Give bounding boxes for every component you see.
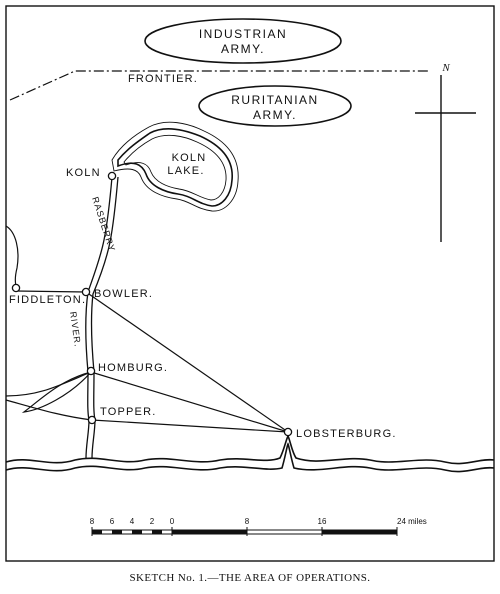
scale-end-label: 24 miles: [397, 517, 427, 526]
road-network: [5, 225, 289, 433]
river-label: RIVER.: [68, 311, 83, 348]
scale-tick-0: 0: [170, 517, 175, 526]
scale-tick-2: 2: [150, 517, 155, 526]
town-fiddleton: [11, 283, 21, 293]
town-topper-label: TOPPER.: [100, 406, 157, 418]
town-homburg-label: HOMBURG.: [98, 362, 168, 374]
town-topper: [87, 415, 97, 425]
town-bowler: [81, 287, 91, 297]
scale-bar: [91, 527, 398, 536]
industrian-army-ellipse: [144, 18, 342, 64]
industrian-army-label-2: ARMY.: [221, 42, 265, 56]
scale-tick-16: 16: [318, 517, 327, 526]
scale-tick-6: 6: [110, 517, 115, 526]
industrian-army-label-1: INDUSTRIAN: [199, 27, 287, 41]
ruritanian-army-label-2: ARMY.: [253, 108, 297, 122]
frontier-label: FRONTIER.: [128, 73, 198, 85]
ruritanian-army-ellipse: [198, 85, 352, 127]
north-arrow-icon: [415, 75, 476, 242]
map-frame: [5, 5, 495, 562]
koln-lake: [111, 121, 239, 212]
koln-lake-label-1: KOLN: [172, 152, 207, 164]
town-lobsterburg: [283, 427, 293, 437]
map-caption: SKETCH No. 1.—THE AREA OF OPERATIONS.: [130, 572, 371, 584]
ruritanian-army-label-1: RURITANIAN: [231, 93, 318, 107]
town-koln-label: KOLN: [66, 167, 101, 179]
scale-tick-8: 8: [245, 517, 250, 526]
town-fiddleton-label: FIDDLETON.: [9, 294, 86, 306]
koln-lake-label-2: LAKE.: [167, 165, 204, 177]
scale-tick-4: 4: [130, 517, 135, 526]
north-label: N: [441, 62, 450, 74]
town-bowler-label: BOWLER.: [94, 288, 153, 300]
town-koln: [107, 171, 117, 181]
scale-tick-8w: 8: [90, 517, 95, 526]
coastline: [5, 434, 495, 473]
frontier-line: [9, 70, 430, 101]
town-homburg: [86, 366, 96, 376]
town-lobsterburg-label: LOBSTERBURG.: [296, 428, 397, 440]
